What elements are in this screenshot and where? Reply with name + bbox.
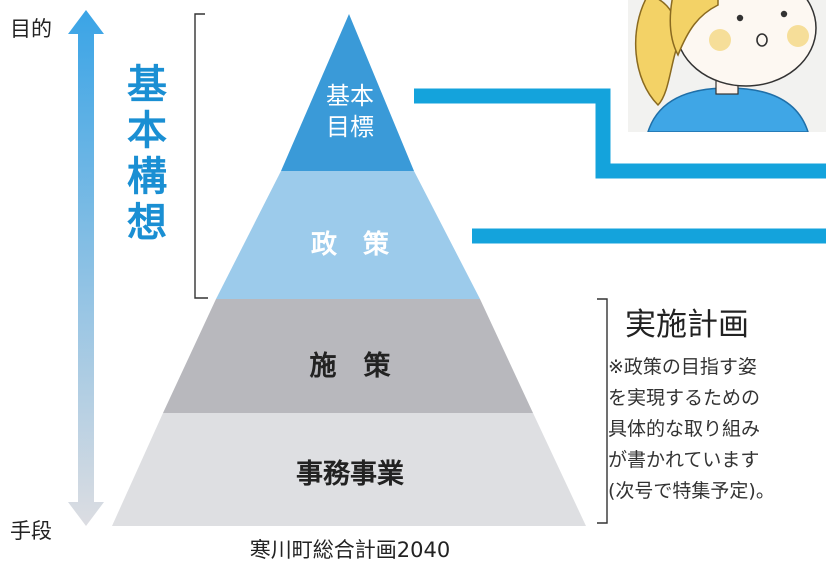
note-line: ※政策の目指す姿 [608,356,757,378]
layer-label-project: 事務事業 [296,459,404,490]
layer-label-basic-goal: 基本 目標 [290,81,410,143]
basic-concept-bracket [194,13,208,299]
note-line: 具体的な取り組み [608,418,761,440]
layer-label-line: 基本 [326,82,374,110]
pyramid-layer-goal [281,14,414,171]
implementation-plan-note: ※政策の目指す姿 を実現するための 具体的な取り組み が書かれています (次号で… [608,352,826,507]
note-line: を実現するための [608,387,761,409]
axis-top-label: 目的 [10,17,52,41]
pyramid-layer-measure [163,299,533,413]
basic-concept-char: 本 [127,108,167,154]
plan-name-caption: 寒川町総合計画2040 [249,538,451,562]
purpose-means-arrow [68,10,104,526]
implementation-bracket [597,298,608,524]
pyramid-layer-project [112,413,586,526]
pyramid-layer-policy [216,171,480,299]
arrow-up-head [68,10,104,526]
implementation-plan-title: 実施計画 [625,307,749,343]
note-line: (次号で特集予定)。 [608,480,775,502]
basic-concept-char: 構 [127,154,167,200]
basic-concept-char: 基 [127,62,167,108]
basic-concept-label: 基 本 構 想 [124,62,170,246]
girl-illustration-drawing [634,0,817,132]
axis-bottom-label: 手段 [10,519,52,543]
layer-label-measure: 施 策 [309,351,391,382]
goal-connector-line [414,88,826,179]
layer-label-line: 目標 [326,113,374,141]
note-line: が書かれています [608,449,760,471]
girl-illustration [628,0,826,132]
layer-label-policy: 政 策 [310,230,389,260]
basic-concept-char: 想 [127,200,167,246]
